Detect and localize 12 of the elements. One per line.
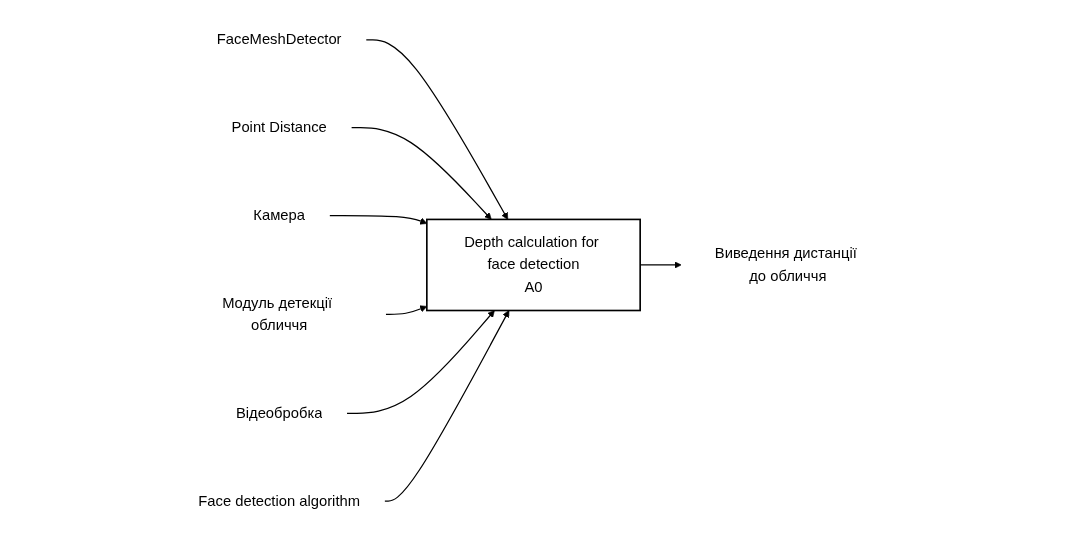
node-text: Модуль детекції обличчя [222,294,333,334]
node-text: Point Distance [231,119,327,136]
arrow [350,127,492,220]
node-box: Depth calculation for face detection A0 [426,218,641,312]
node-text: Face detection algorithm [198,492,361,509]
node-text: Виведення дистанції до обличчя [714,245,857,284]
arrow [346,310,495,414]
node-text: Камера [253,206,305,224]
arrow [365,39,509,220]
node-text: Відеобробка [235,404,323,422]
node-text: FaceMeshDetector [216,31,342,48]
arrow [384,310,510,502]
